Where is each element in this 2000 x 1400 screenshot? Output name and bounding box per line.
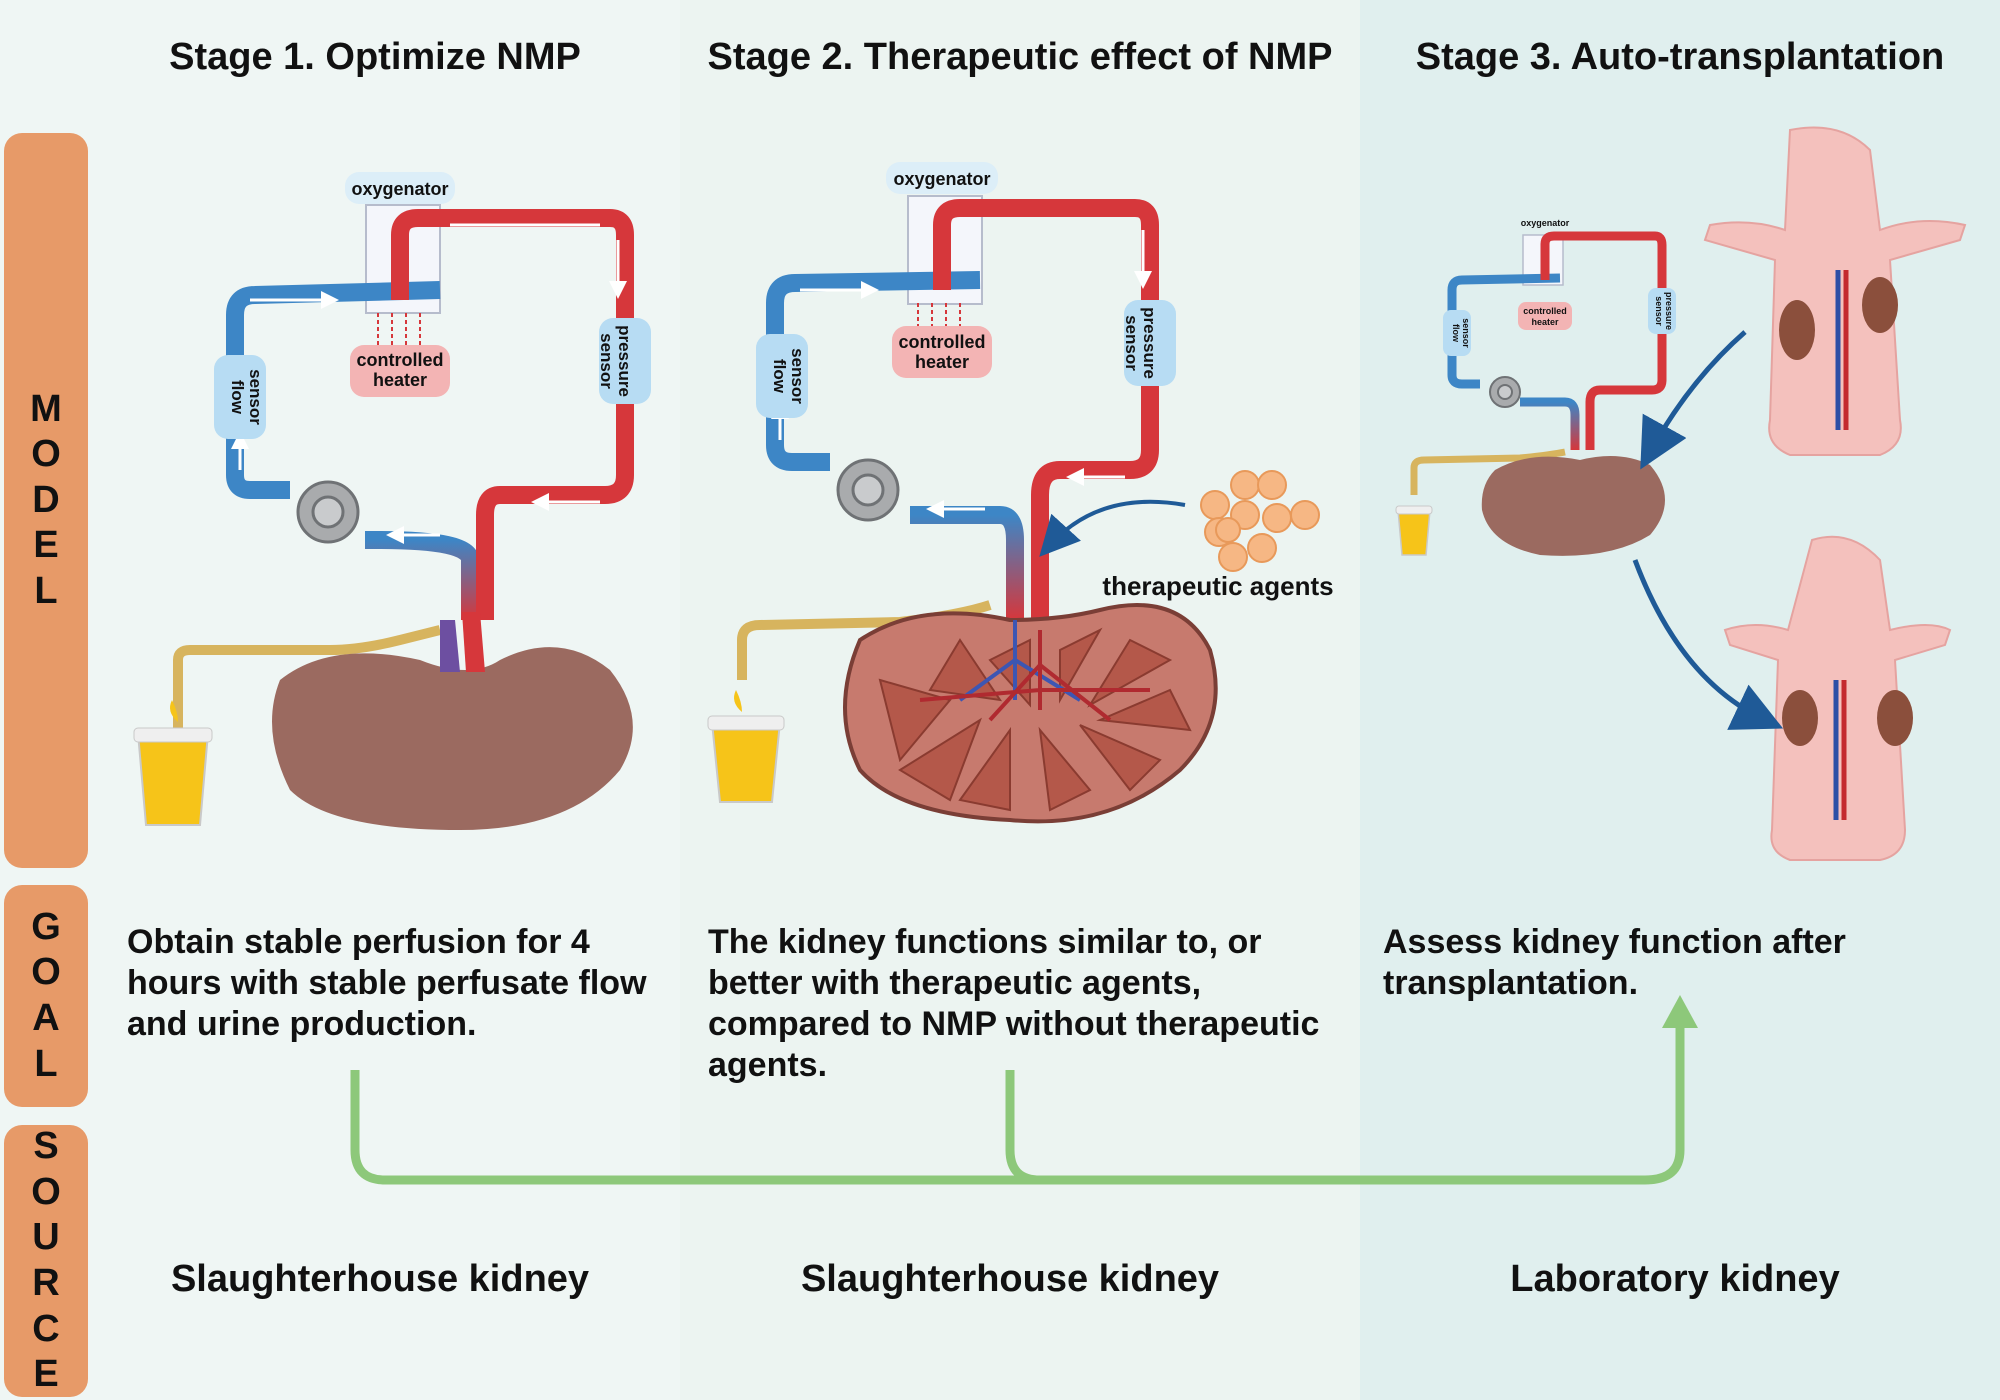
- pressure-sensor-label: pressure: [1140, 307, 1159, 379]
- stage-3-goal: Assess kidney function after transplanta…: [1383, 923, 1846, 1002]
- side-letter: S: [33, 1125, 59, 1168]
- flow-sensor-label: sensor: [246, 369, 265, 425]
- source-connector-line: [350, 1025, 1685, 1185]
- side-label-source: S O U R C E: [4, 1125, 88, 1397]
- pig-icon: [1703, 126, 1967, 456]
- oxygenator-label-bg: [345, 172, 455, 204]
- oxygenator-label-bg: [886, 162, 998, 194]
- flow-sensor-label: flow: [1451, 324, 1461, 343]
- heater-label-bg: [892, 326, 992, 378]
- urine-cup-icon: [710, 721, 782, 803]
- flow-sensor: [756, 334, 808, 418]
- heater-label-bg: [350, 345, 450, 397]
- explant-arrow: [1640, 330, 1747, 470]
- side-letter: R: [32, 1262, 60, 1304]
- side-letter: O: [31, 951, 61, 994]
- heater-label: heater: [373, 370, 427, 390]
- stage-1-circuit: oxygenator controlled heater flow sensor…: [133, 172, 651, 830]
- oxygenator-label: oxygenator: [351, 179, 448, 199]
- pump-outflow-tube: [910, 506, 1024, 620]
- kidney-icon: [272, 647, 633, 830]
- pressure-sensor-label: pressure: [615, 325, 634, 397]
- side-label-goal: G O A L: [4, 885, 88, 1107]
- stage-1-goal: Obtain stable perfusion for 4 hours with…: [127, 923, 647, 1043]
- stage-3-source: Laboratory kidney: [1510, 1258, 1840, 1300]
- heater-label: controlled: [898, 332, 985, 352]
- pressure-sensor-label: sensor: [597, 333, 616, 389]
- stage-2-title: Stage 2. Therapeutic effect of NMP: [707, 36, 1333, 78]
- flow-sensor: [1443, 310, 1471, 356]
- urine-cup-icon: [136, 732, 210, 826]
- side-letter: L: [34, 569, 58, 612]
- reimplant-arrow: [1632, 559, 1784, 730]
- heater-label: controlled: [1523, 306, 1567, 316]
- side-label-model: M O D E L: [4, 133, 88, 868]
- side-letter: C: [32, 1307, 60, 1350]
- pressure-sensor-label: sensor: [1654, 296, 1664, 326]
- pressure-sensor: [599, 318, 651, 404]
- side-letter: L: [34, 1042, 58, 1085]
- oxygenator-label: oxygenator: [1521, 218, 1570, 228]
- source-connector-arrowhead: [1662, 995, 1698, 1028]
- stage-3-title: Stage 3. Auto-transplantation: [1415, 36, 1945, 78]
- pressure-sensor-label: pressure: [1664, 292, 1674, 330]
- flow-sensor-label: flow: [770, 359, 789, 394]
- side-letter: O: [31, 1170, 61, 1213]
- therapeutic-agent-cells: [1200, 470, 1320, 572]
- stage-2-goal: The kidney functions similar to, or bett…: [708, 923, 1320, 1084]
- oxygenator-label: oxygenator: [893, 169, 990, 189]
- pump-outflow-tube: [365, 531, 479, 620]
- side-letter: E: [33, 1353, 59, 1396]
- stage-2-source: Slaughterhouse kidney: [800, 1258, 1220, 1300]
- stage-1-title: Stage 1. Optimize NMP: [169, 36, 581, 78]
- pressure-sensor-label: sensor: [1122, 315, 1141, 371]
- side-letter: U: [32, 1216, 60, 1259]
- pressure-sensor: [1124, 300, 1176, 386]
- pump-outflow-tube: [1520, 397, 1580, 450]
- pressure-sensor: [1648, 288, 1676, 334]
- ureter-tube: [1410, 448, 1566, 495]
- kidney-icon: [1481, 456, 1665, 556]
- urine-cup-icon: [1397, 509, 1431, 556]
- ureter-tube: [173, 625, 442, 790]
- heater-label: controlled: [356, 350, 443, 370]
- stage-1-source: Slaughterhouse kidney: [170, 1258, 590, 1300]
- flow-sensor-label: sensor: [788, 348, 807, 404]
- stage-3-circuit: oxygenator controlled heater flow sensor…: [1395, 126, 1967, 861]
- flow-sensor: [214, 355, 266, 439]
- flow-sensor-label: flow: [228, 380, 247, 415]
- heater-label: heater: [1531, 317, 1559, 327]
- side-letter: D: [32, 478, 60, 521]
- side-letter: G: [31, 905, 61, 948]
- source-connector-line: [1005, 1070, 1041, 1185]
- therapeutic-agents-label: therapeutic agents: [1102, 571, 1333, 601]
- side-letter: O: [31, 433, 61, 476]
- flow-sensor-label: sensor: [1461, 318, 1471, 348]
- heater-label-bg: [1518, 302, 1572, 330]
- agent-arrow: [1039, 499, 1186, 557]
- side-letter: A: [32, 997, 60, 1039]
- pig-icon: [1723, 535, 1952, 861]
- side-letter: E: [33, 524, 59, 567]
- stage-2-circuit: oxygenator controlled heater flow sensor…: [707, 162, 1334, 824]
- side-letter: M: [30, 387, 62, 430]
- heater-label: heater: [915, 352, 969, 372]
